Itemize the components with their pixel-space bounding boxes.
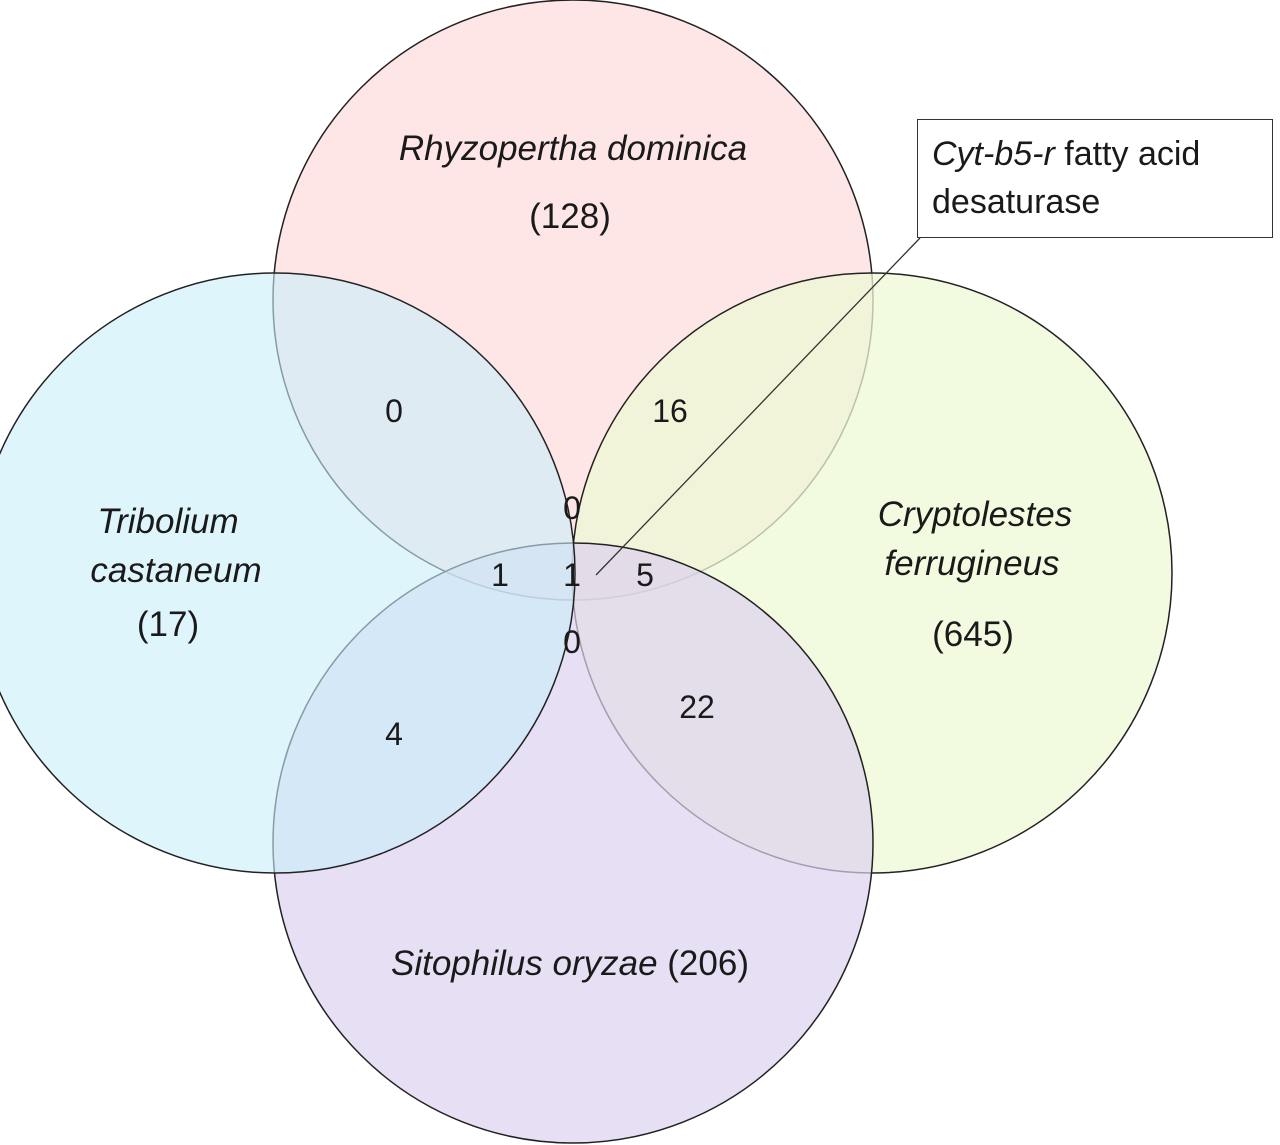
callout-gene-name: Cyt-b5-r — [932, 135, 1055, 173]
label-cryptolestes-line2: ferrugineus — [884, 544, 1059, 583]
label-tribolium-line1: Tribolium — [97, 502, 238, 541]
region-rhyzo-tribo: 0 — [385, 393, 403, 429]
label-sitophilus: Sitophilus oryzae (206) — [391, 944, 749, 983]
region-all-four: 1 — [563, 557, 581, 593]
region-rhyzo-tribo-sito: 1 — [491, 557, 509, 593]
callout-leader-line — [595, 237, 921, 576]
callout-line1: Cyt-b5-r fatty acid — [932, 130, 1258, 178]
count-sitophilus: (206) — [667, 944, 749, 983]
count-cryptolestes: (645) — [932, 615, 1014, 654]
label-rhyzopertha: Rhyzopertha dominica — [399, 129, 747, 168]
count-rhyzopertha: (128) — [529, 197, 611, 236]
region-rhyzo-tribo-crypto: 0 — [563, 490, 581, 526]
label-cryptolestes-line1: Cryptolestes — [878, 495, 1073, 534]
region-tribo-sito: 4 — [385, 716, 403, 752]
region-rhyzo-crypto-sito: 5 — [636, 557, 654, 593]
region-rhyzo-crypto: 16 — [652, 393, 688, 429]
label-tribolium-line2: castaneum — [90, 551, 261, 590]
callout-text-rest: fatty acid — [1054, 135, 1201, 173]
circle-tribolium — [0, 272, 576, 874]
callout-line2: desaturase — [932, 183, 1101, 221]
callout-box: Cyt-b5-r fatty acid desaturase — [917, 119, 1273, 238]
region-crypto-sito: 22 — [679, 689, 715, 725]
count-tribolium: (17) — [137, 605, 199, 644]
label-sitophilus-name: Sitophilus oryzae — [391, 944, 658, 983]
region-tribo-crypto-sito: 0 — [563, 624, 581, 660]
